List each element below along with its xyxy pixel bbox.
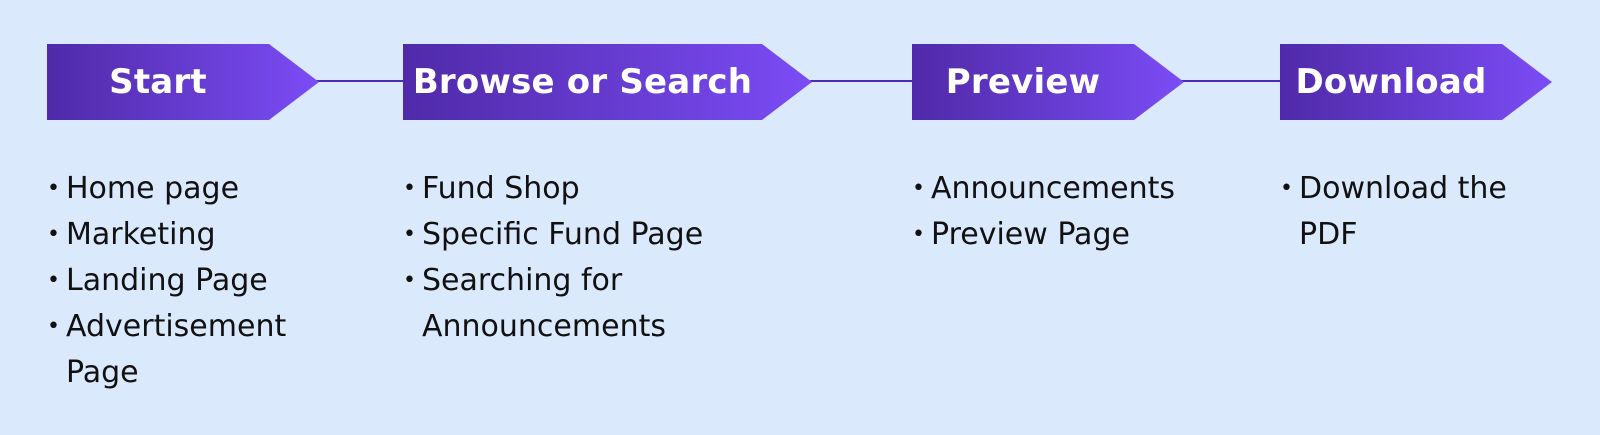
- connector-browse-preview: [810, 80, 914, 82]
- step-browse-or-search-details: Fund Shop Specific Fund Page Searching f…: [403, 166, 713, 350]
- step-download-details: Download the PDF: [1280, 166, 1525, 258]
- list-item: Fund Shop: [403, 166, 713, 212]
- list-item: Advertisement Page: [47, 304, 312, 396]
- list-item: Searching for Announcements: [403, 258, 713, 350]
- list-item: Preview Page: [912, 212, 1212, 258]
- step-browse-or-search-label: Browse or Search: [412, 62, 753, 102]
- list-item: Download the PDF: [1280, 166, 1525, 258]
- connector-start-browse: [310, 80, 405, 82]
- step-preview: Preview: [912, 44, 1184, 120]
- step-start-details: Home page Marketing Landing Page Adverti…: [47, 166, 312, 396]
- step-start: Start: [47, 44, 319, 120]
- list-item: Home page: [47, 166, 312, 212]
- step-preview-details: Announcements Preview Page: [912, 166, 1212, 258]
- connector-preview-download: [1180, 80, 1282, 82]
- step-preview-label: Preview: [945, 62, 1101, 102]
- list-item: Specific Fund Page: [403, 212, 713, 258]
- list-item: Landing Page: [47, 258, 312, 304]
- step-start-label: Start: [109, 62, 207, 102]
- list-item: Marketing: [47, 212, 312, 258]
- step-browse-or-search: Browse or Search: [403, 44, 812, 120]
- step-download: Download: [1280, 44, 1552, 120]
- list-item: Announcements: [912, 166, 1212, 212]
- step-download-label: Download: [1295, 62, 1487, 102]
